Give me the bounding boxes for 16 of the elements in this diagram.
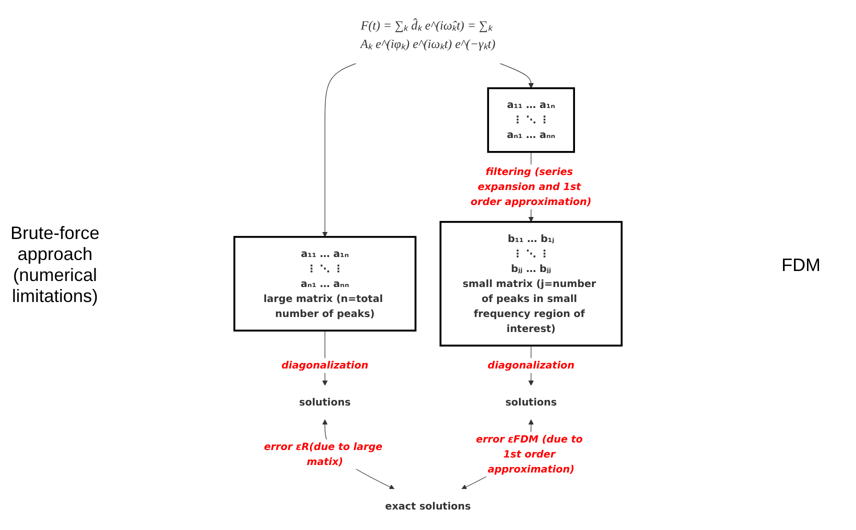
- edge-label: filtering (series expansion and 1st order approximation): [470, 166, 592, 208]
- node-text: F(t) = ∑ₖ d̂ₖ e^(iω̂ₖt) = ∑ₖ Aₖ e^(iφₖ) e^(iωₖt) e^(−γₖt): [360, 18, 496, 52]
- arrow: [322, 62, 357, 238]
- edge-label: error εFDM (due to 1st order approximation): [476, 433, 583, 475]
- node-box: a₁₁ … a₁ₙ ⋮ ⋱ ⋮ aₙ₁ … aₙₙ large matrix (n=total number of peaks): [233, 236, 416, 332]
- arrow: [499, 62, 534, 88]
- edge-label: error εR(due to large matix): [264, 440, 382, 468]
- node-box: a₁₁ … a₁ₙ ⋮ ⋱ ⋮ aₙ₁ … aₙₙ: [487, 87, 575, 153]
- node-text: exact solutions: [385, 500, 471, 512]
- side-label: FDM: [780, 254, 822, 276]
- node-text: solutions: [299, 396, 351, 408]
- node-text: solutions: [505, 396, 557, 408]
- node-box: b₁₁ … b₁ⱼ ⋮ ⋱ ⋮ bⱼⱼ … bⱼⱼ small matrix (j=number of peaks in small frequency region of interest): [440, 220, 623, 347]
- side-label: Brute-force approach (numerical limitations): [9, 223, 101, 307]
- edge-label: diagonalization: [488, 359, 574, 372]
- edge-label: diagonalization: [282, 359, 368, 372]
